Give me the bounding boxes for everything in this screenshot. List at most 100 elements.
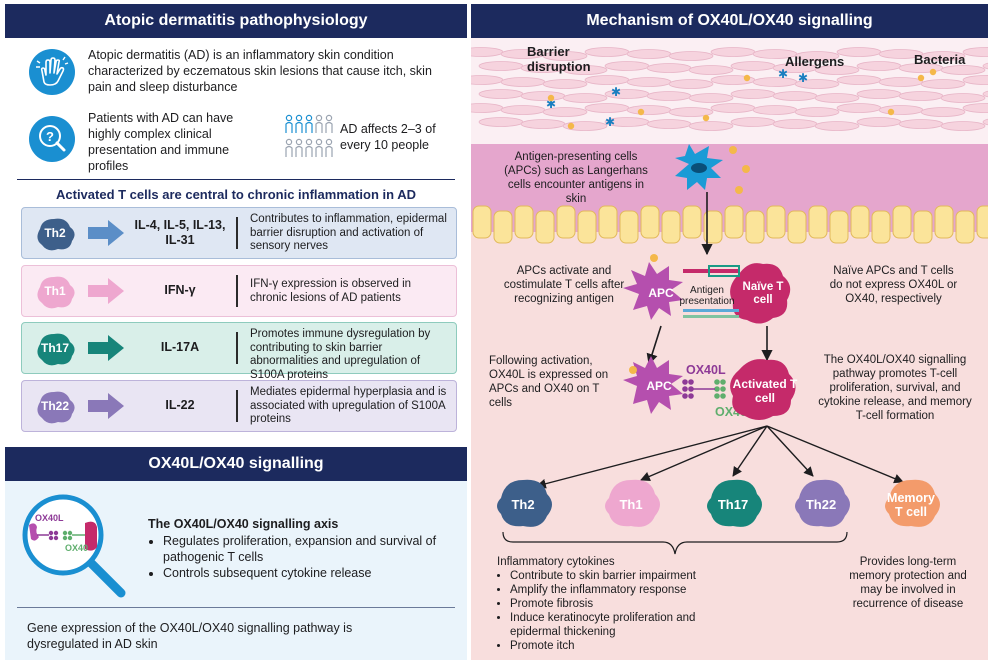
keratinocyte [682,205,702,239]
corneocyte [688,121,734,131]
corneocyte [562,65,608,75]
person-icon [315,114,323,122]
keratinocyte [556,205,576,239]
arrow-icon [88,335,124,366]
corneocyte [668,107,714,117]
keratinocyte [598,205,618,239]
person-icon [295,121,303,133]
person-icon [305,138,313,146]
subset-label: T cell [895,505,927,519]
corneocyte [668,79,714,89]
th1-description: IFN-γ expression is observed in chronic … [250,278,412,304]
keratinocyte [514,205,534,239]
svg-text:OX40L: OX40L [35,513,64,523]
th17-row: Th17 IL-17A Promotes immune dysregulatio… [21,322,457,381]
subset-cell-th1 [605,479,660,527]
person-icon [305,145,313,157]
th1-cytokines: IFN-γ [164,283,196,297]
subset-cell-th17 [707,479,762,527]
bacteria-icon [729,146,750,194]
bacteria-icon [743,74,751,82]
left-panel: Atopic dermatitis pathophysiology Atopic… [5,4,467,660]
person-icon [315,138,323,146]
th2-cell-icon: Th2 [32,215,78,256]
corneocyte [688,93,734,103]
th2-cytokines: IL-4, IL-5, IL-13, IL-31 [134,218,226,247]
person-icon [295,114,303,122]
ad-prevalence-text: AD affects 2–3 of every 10 people [340,122,436,152]
th17-description: Promotes immune dysregulation by contrib… [250,328,431,381]
subset-label: Th17 [718,497,748,512]
subset-cell-memory-t-cell [885,479,940,527]
svg-text:Th2: Th2 [44,226,66,240]
subset-cell-th22 [795,479,850,527]
corneocyte [962,47,992,57]
ad-intro-text: Atopic dermatitis (AD) is an inflammator… [88,48,432,94]
allergen-icon: ✱ [611,85,621,99]
activated-apc-cell [623,356,683,414]
itchy-hand-icon [29,49,75,95]
ox40l-ligands [682,379,694,399]
bacteria-icon [547,94,555,102]
skin-surface: ✱✱✱✱✱ [458,38,992,144]
person-icon [295,138,303,146]
corneocyte [794,79,840,89]
ox40-receptors [714,379,726,399]
gene-expression-text: Gene expression of the OX40L/OX40 signal… [27,621,353,651]
arrow-icon [88,393,124,424]
person-icon [285,114,293,122]
corneocyte [920,51,966,61]
corneocyte [668,51,714,61]
keratinocyte [850,205,870,239]
naive-tcell [730,263,791,324]
person-icon [285,121,293,133]
axis-title: The OX40L/OX40 signalling axis [148,517,339,531]
person-icon [285,145,293,157]
arrow-icon [88,278,124,309]
bacteria-icon [702,114,710,122]
keratinocyte [913,210,933,244]
bacteria-icon [567,122,575,130]
subset-label: Th2 [511,497,534,512]
langerhans-cell [675,144,723,190]
subset-cell-th2 [497,479,552,527]
th1-cell-icon: Th1 [32,273,78,314]
activated-tcell [730,359,796,420]
subset-label: Th1 [619,497,642,512]
th2-description: Contributes to inflammation, epidermal b… [250,213,447,252]
bacteria-icon [637,108,645,116]
cytokine-bullet: Contribute to skin barrier impairment [510,569,787,583]
apc-cell [623,262,683,320]
keratinocyte [892,205,912,239]
pathophysiology-header: Atopic dermatitis pathophysiology [5,4,467,38]
inflammatory-cytokines-block: Inflammatory cytokines Contribute to ski… [497,555,787,653]
mechanism-header: Mechanism of OX40L/OX40 signalling [471,4,988,38]
allergen-icon: ✱ [546,97,556,111]
svg-text:?: ? [46,129,54,144]
person-icon [285,138,293,146]
antigen-icon [650,254,658,262]
svg-text:Th17: Th17 [41,341,69,355]
cytokine-bullet: Promote fibrosis [510,597,787,611]
corneocyte [562,93,608,103]
tcell-section-title: Activated T cells are central to chronic… [56,187,416,202]
person-icon [305,114,313,122]
corneocyte [542,51,588,61]
keratinocyte [472,205,492,239]
corneocyte [814,121,860,131]
th22-description: Mediates epidermal hyperplasia and is as… [250,386,447,425]
apc-label: APC [648,286,674,300]
corneocyte [794,107,840,117]
naive-note-text: Naïve APCs and T cells do not express OX… [829,265,958,305]
keratinocyte [703,210,723,244]
person-icon [315,121,323,133]
cytokine-bullet: Promote itch [510,639,787,653]
keratinocyte [829,210,849,244]
bacteria-icon [917,74,925,82]
allergen-icon: ✱ [798,71,808,85]
allergens-label: Allergens [785,54,845,69]
corneocyte [542,107,588,117]
